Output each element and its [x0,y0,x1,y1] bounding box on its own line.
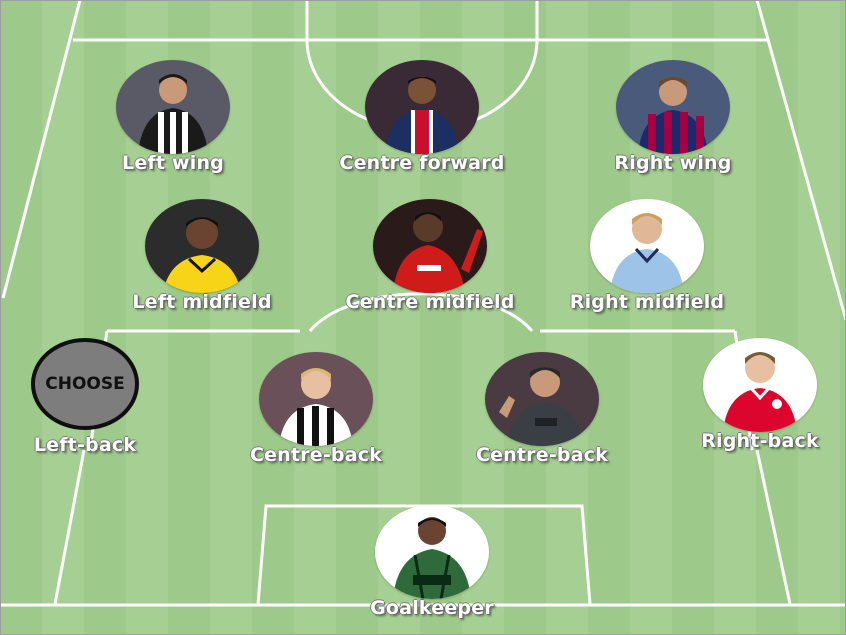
player-photo-right-back[interactable] [703,338,817,432]
player-avatar-icon [375,505,489,599]
right-touchline-lower [755,449,792,605]
position-label-left-back[interactable]: Left-back [33,434,137,456]
player-photo-centre-midfield[interactable] [373,199,487,293]
position-right-wing[interactable]: Right wing [593,60,753,210]
player-avatar-icon [373,199,487,293]
player-avatar-icon [116,60,230,154]
position-label-centre-midfield[interactable]: Centre midfield [345,291,515,313]
centre-circle-arc [308,292,534,332]
player-avatar-icon [145,199,259,293]
player-photo-centre-back-right[interactable] [485,352,599,446]
position-centre-back-left[interactable]: Centre-back [236,352,396,502]
position-left-midfield[interactable]: Left midfield [122,199,282,349]
position-label-goalkeeper[interactable]: Goalkeeper [370,597,494,619]
player-avatar-icon [703,338,817,432]
position-label-centre-back-right[interactable]: Centre-back [475,444,609,466]
player-photo-right-midfield[interactable] [590,199,704,293]
right-touchline [755,0,846,321]
left-touchline [1,0,82,299]
player-avatar-icon [590,199,704,293]
position-left-wing[interactable]: Left wing [93,60,253,210]
player-photo-centre-forward[interactable] [365,60,479,154]
player-photo-goalkeeper[interactable] [375,505,489,599]
position-right-midfield[interactable]: Right midfield [567,199,727,349]
player-avatar-icon [259,352,373,446]
position-centre-back-right[interactable]: Centre-back [462,352,622,502]
player-photo-centre-back-left[interactable] [259,352,373,446]
position-goalkeeper[interactable]: Goalkeeper [352,505,512,635]
position-left-back[interactable]: CHOOSE Left-back [5,338,165,488]
player-avatar-icon [485,352,599,446]
position-label-centre-back-left[interactable]: Centre-back [249,444,383,466]
position-centre-forward[interactable]: Centre forward [339,60,505,210]
position-label-right-midfield[interactable]: Right midfield [569,291,725,313]
position-label-right-wing[interactable]: Right wing [614,152,732,174]
left-touchline-lower [53,449,86,605]
player-avatar-icon [616,60,730,154]
position-label-right-back[interactable]: Right-back [701,430,819,452]
position-label-left-wing[interactable]: Left wing [122,152,224,174]
choose-player-button[interactable]: CHOOSE [31,338,139,430]
position-label-left-midfield[interactable]: Left midfield [132,291,272,313]
player-photo-right-wing[interactable] [616,60,730,154]
position-centre-midfield[interactable]: Centre midfield [346,199,514,349]
position-label-centre-forward[interactable]: Centre forward [339,152,505,174]
player-photo-left-wing[interactable] [116,60,230,154]
player-photo-left-midfield[interactable] [145,199,259,293]
player-avatar-icon [365,60,479,154]
position-right-back[interactable]: Right-back [680,338,840,488]
